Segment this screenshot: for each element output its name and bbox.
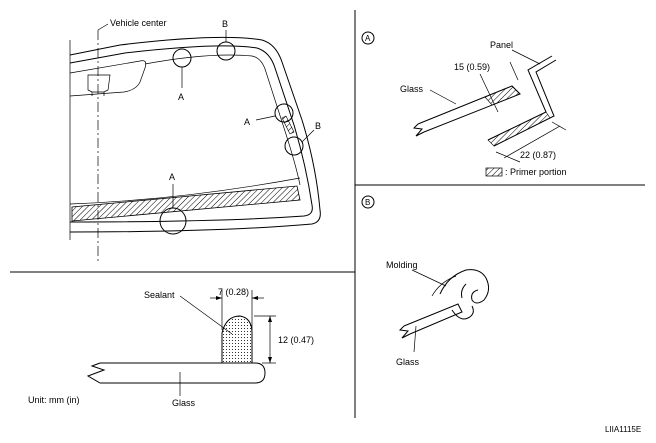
callout-a-right: A xyxy=(244,117,250,127)
dim-width-label: 7 (0.28) xyxy=(218,287,249,297)
vehicle-center-label: Vehicle center xyxy=(110,18,167,28)
unit-label: Unit: mm (in) xyxy=(28,395,80,405)
molding-label: Molding xyxy=(386,260,418,270)
sealant-glass-label: Glass xyxy=(172,398,196,408)
callout-b-top: B xyxy=(222,19,228,29)
vehicle-center-line: Vehicle center xyxy=(97,18,167,262)
detail-a-marker: A xyxy=(365,34,371,43)
dim-height-label: 12 (0.47) xyxy=(278,335,314,345)
panel-label: Panel xyxy=(490,40,513,50)
windshield-view xyxy=(69,36,321,240)
callouts: A B A B A xyxy=(159,19,321,235)
detail-b-marker: B xyxy=(365,198,370,207)
primer-legend-label: : Primer portion xyxy=(505,167,567,177)
callout-b-right: B xyxy=(315,121,321,131)
detail-b: B Molding Glass xyxy=(361,195,490,367)
figure-code: LIIA1115E xyxy=(605,425,641,434)
glass-a-label: Glass xyxy=(400,84,424,94)
sealant-label: Sealant xyxy=(144,290,175,300)
panel-dividers xyxy=(10,10,645,418)
detail-a: A Glass Panel 15 (0.59) 22 (0.87) : Prim… xyxy=(361,31,567,177)
sealant-section: 7 (0.28) 12 (0.47) Sealant Glass Unit: m… xyxy=(28,287,314,408)
dim-15-label: 15 (0.59) xyxy=(454,62,490,72)
callout-a-top: A xyxy=(178,92,184,102)
glass-b-label: Glass xyxy=(396,357,420,367)
dim-22-label: 22 (0.87) xyxy=(520,150,556,160)
callout-a-bottom: A xyxy=(169,172,175,182)
